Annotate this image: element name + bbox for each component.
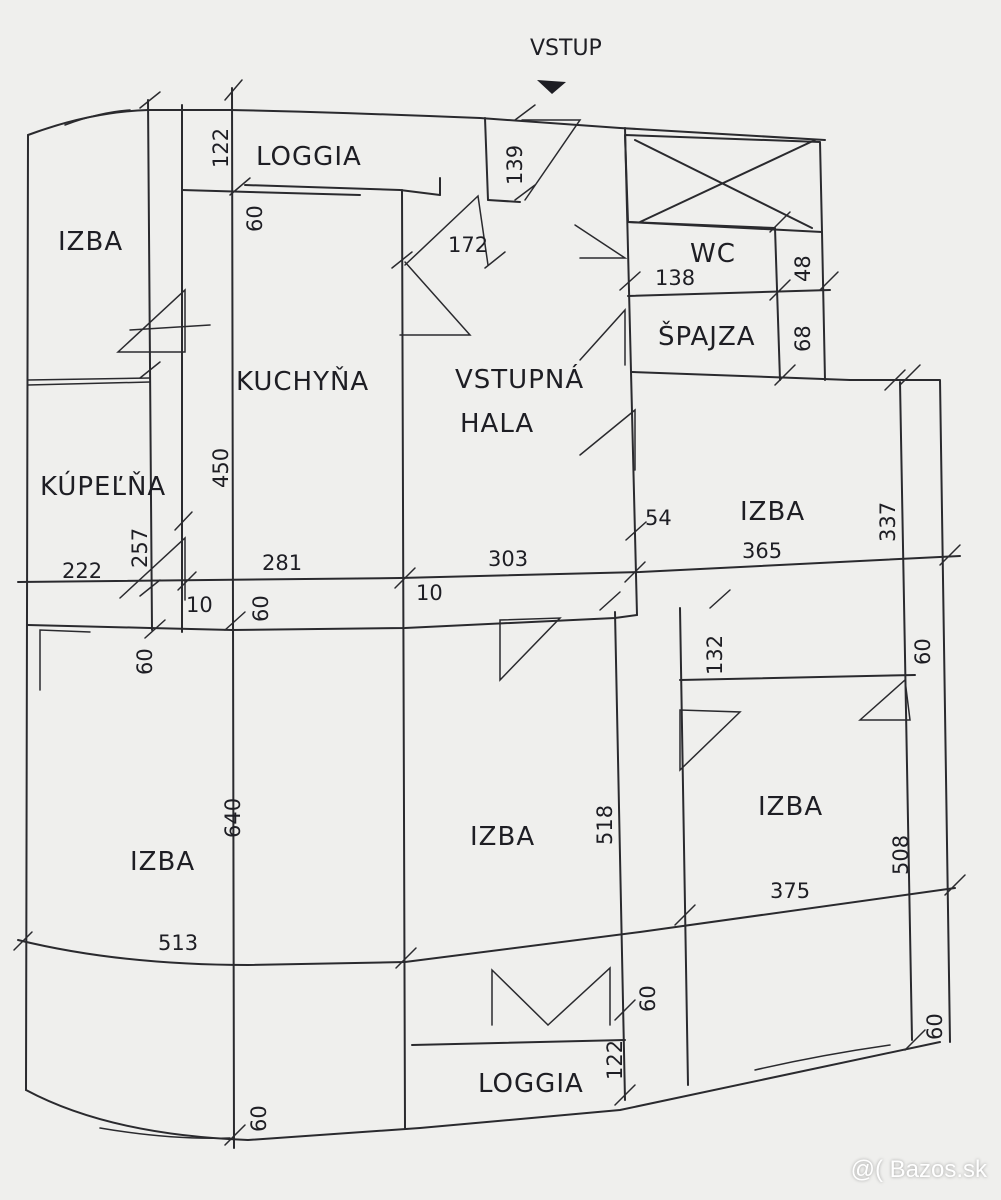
dim-303: 303: [488, 547, 528, 571]
dim-640: 640: [221, 798, 245, 838]
dim-337: 337: [876, 502, 900, 542]
dim-138: 138: [655, 266, 695, 290]
room-wc: WC: [690, 239, 736, 269]
walls: [17, 87, 961, 1149]
dim-172: 172: [448, 233, 488, 257]
room-izba-top-left: IZBA: [58, 227, 123, 257]
dim-132: 132: [703, 635, 727, 675]
dim-122-bottom: 122: [603, 1040, 627, 1080]
room-izba-bottom-right: IZBA: [758, 792, 823, 822]
room-vstupna-hala-2: HALA: [460, 409, 534, 439]
dimension-ticks: [13, 79, 966, 1146]
dim-518: 518: [593, 805, 617, 845]
dim-60-mid: 60: [249, 595, 273, 622]
room-spajza: ŠPAJZA: [658, 320, 756, 352]
dim-48: 48: [791, 255, 815, 282]
dim-60-right: 60: [911, 638, 935, 665]
dim-10-left: 10: [186, 593, 213, 617]
dim-68: 68: [791, 325, 815, 352]
dim-60-bottom-center: 60: [636, 985, 660, 1012]
room-kuchyna: KUCHYŇA: [236, 365, 369, 397]
room-loggia-bottom: LOGGIA: [478, 1069, 584, 1099]
dim-60-bottom-left: 60: [247, 1105, 271, 1132]
dim-54: 54: [645, 506, 672, 530]
dim-365: 365: [742, 539, 782, 563]
dim-139: 139: [503, 145, 527, 185]
dim-60-left: 60: [133, 648, 157, 675]
room-izba-bottom-left: IZBA: [130, 847, 195, 877]
room-vstupna-hala-1: VSTUPNÁ: [455, 363, 584, 395]
room-izba-bottom-center: IZBA: [470, 822, 535, 852]
dim-375: 375: [770, 879, 810, 903]
dim-60-top: 60: [243, 205, 267, 232]
dimension-labels: 122 60 139 172 138 48 68 450 257 222 281…: [62, 128, 947, 1132]
room-loggia-top: LOGGIA: [256, 142, 362, 172]
room-izba-right-mid: IZBA: [740, 497, 805, 527]
dim-450: 450: [209, 448, 233, 488]
dim-508: 508: [889, 835, 913, 875]
entrance-label: VSTUP: [530, 36, 602, 61]
dim-281: 281: [262, 551, 302, 575]
room-kupelna: KÚPEĽŇA: [40, 470, 166, 502]
door-symbols: [39, 119, 911, 1026]
dim-10-mid: 10: [416, 581, 443, 605]
room-labels: VSTUP LOGGIA IZBA KUCHYŇA VSTUPNÁ HALA W…: [40, 36, 823, 1099]
dim-513: 513: [158, 931, 198, 955]
dim-222: 222: [62, 559, 102, 583]
entrance-arrow-icon: [537, 80, 566, 94]
watermark: @( Bazos.sk: [850, 1156, 987, 1183]
dim-122-top: 122: [209, 128, 233, 168]
dim-257: 257: [128, 528, 152, 568]
dim-60-bottom-right: 60: [923, 1013, 947, 1040]
